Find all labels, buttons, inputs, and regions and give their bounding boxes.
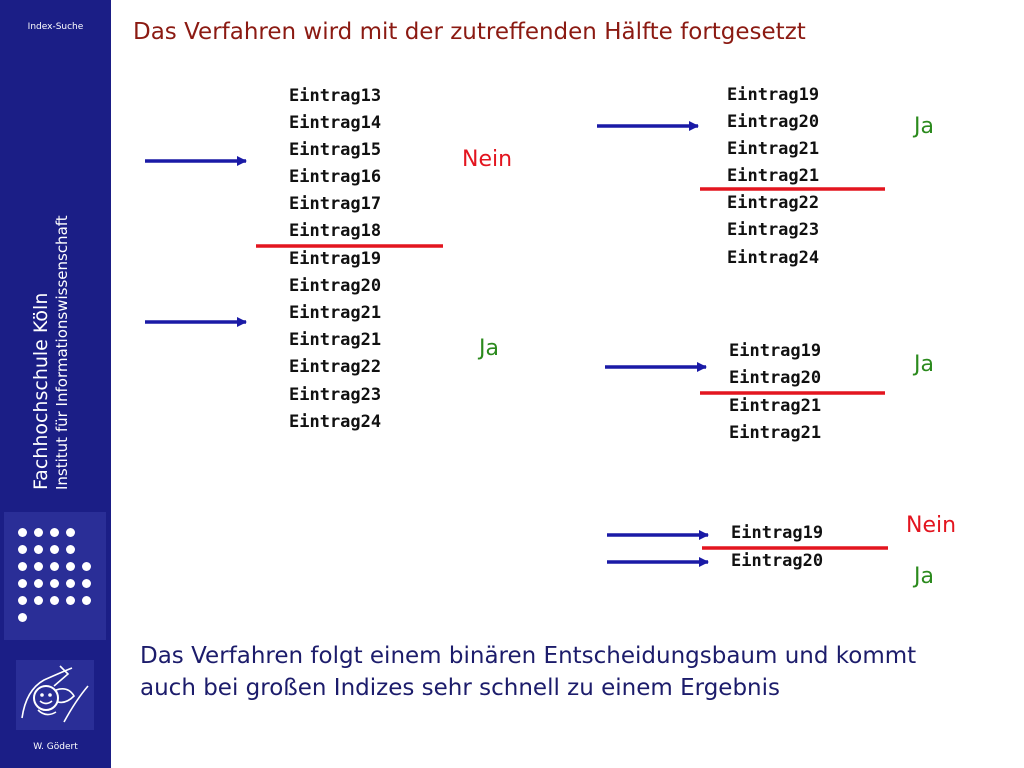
list-item: Eintrag21 [289, 330, 382, 350]
list-item: Eintrag17 [289, 194, 382, 214]
dot [82, 562, 91, 571]
sidebar-top-label: Index-Suche [27, 22, 84, 32]
slide-title: Das Verfahren wird mit der zutreffenden … [133, 19, 806, 45]
dot [34, 528, 43, 537]
list-item: Eintrag24 [727, 248, 820, 268]
dot [82, 579, 91, 588]
dot [50, 528, 59, 537]
dot [66, 596, 75, 605]
list-item: Eintrag22 [727, 193, 820, 213]
list-item: Eintrag15 [289, 140, 382, 160]
dot [18, 596, 27, 605]
dot [66, 562, 75, 571]
author-label: W. Gödert [33, 742, 78, 752]
list-item: Eintrag24 [289, 412, 382, 432]
list-item: Eintrag14 [289, 113, 382, 133]
list-item: Eintrag20 [729, 368, 822, 388]
list-item: Eintrag18 [289, 221, 382, 241]
dot [18, 545, 27, 554]
conclusion-line-1: Das Verfahren folgt einem binären Entsch… [140, 643, 917, 669]
dot [18, 562, 27, 571]
conclusion-line-2: auch bei großen Indizes sehr schnell zu … [140, 675, 781, 701]
dot-grid-decoration [4, 512, 106, 640]
conclusion-text: Das Verfahren folgt einem binären Entsch… [140, 640, 916, 704]
dot [50, 579, 59, 588]
dot [66, 579, 75, 588]
list-item: Eintrag13 [289, 86, 382, 106]
dot [50, 545, 59, 554]
list-item: Eintrag20 [731, 551, 824, 571]
answer-yes-step1: Ja [479, 336, 499, 361]
dot [34, 545, 43, 554]
list-item: Eintrag20 [289, 276, 382, 296]
list-item: Eintrag21 [729, 396, 822, 416]
dot [50, 596, 59, 605]
dot [18, 528, 27, 537]
dot [66, 528, 75, 537]
list-item: Eintrag21 [727, 139, 820, 159]
list-item: Eintrag20 [727, 112, 820, 132]
sidebar: Index-Suche Fachhochschule Köln Institut… [0, 0, 111, 768]
answer-yes-step4: Ja [914, 564, 934, 589]
dot [66, 545, 75, 554]
list-item: Eintrag21 [289, 303, 382, 323]
list-item: Eintrag22 [289, 357, 382, 377]
dot [18, 579, 27, 588]
answer-no-step4: Nein [906, 513, 957, 538]
list-item: Eintrag23 [289, 385, 382, 405]
list-item: Eintrag19 [731, 523, 824, 543]
dot [34, 562, 43, 571]
list-item: Eintrag21 [727, 166, 820, 186]
answer-yes-step2: Ja [914, 114, 934, 139]
dot [82, 596, 91, 605]
list-item: Eintrag19 [289, 249, 382, 269]
list-item: Eintrag19 [727, 85, 820, 105]
list-item: Eintrag19 [729, 341, 822, 361]
list-item: Eintrag23 [727, 220, 820, 240]
dot [34, 579, 43, 588]
answer-yes-step3: Ja [914, 352, 934, 377]
list-item: Eintrag16 [289, 167, 382, 187]
dot [34, 596, 43, 605]
answer-no-step1: Nein [462, 147, 513, 172]
list-item: Eintrag21 [729, 423, 822, 443]
dot [50, 562, 59, 571]
dot [18, 613, 27, 622]
smiley-reader-logo-icon [16, 660, 94, 730]
